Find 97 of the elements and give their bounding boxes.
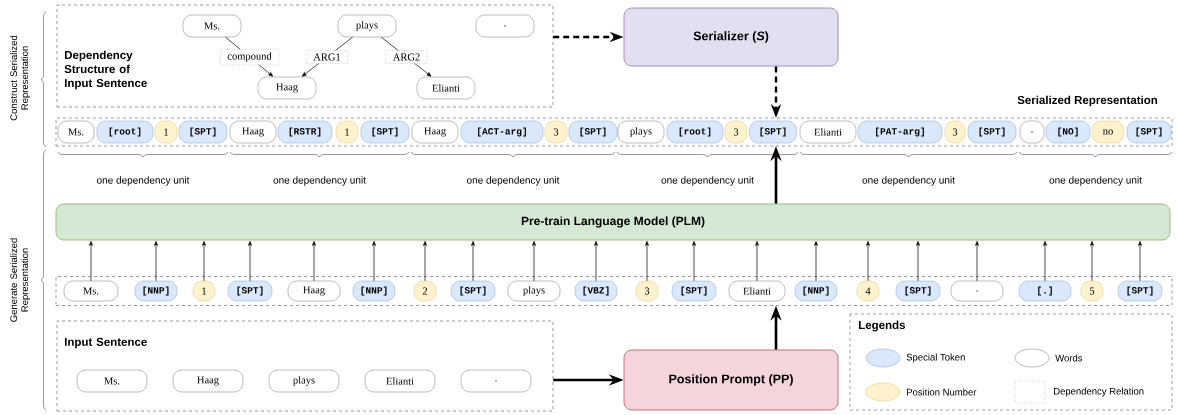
position-number: 1 — [335, 120, 359, 144]
special-token: [VBZ] — [574, 280, 618, 302]
word-token: Haag — [287, 280, 341, 302]
arrow — [202, 241, 206, 282]
word-token: Elianti — [364, 369, 436, 393]
legend-label: Dependency Relation — [1054, 387, 1144, 397]
special-token: [SPT] — [227, 280, 273, 302]
position-number: 1 — [154, 120, 178, 144]
arrow — [916, 241, 920, 282]
side-label: Construct Serialized Representation — [10, 35, 30, 121]
special-token: [SPT] — [671, 280, 717, 302]
special-token: [NNP] — [352, 280, 396, 302]
edge-label: compound — [220, 49, 279, 65]
position-number: 2 — [413, 280, 437, 302]
position-number: 1 — [192, 280, 216, 302]
arrow — [1090, 241, 1094, 282]
row-heading: Serialized Representation — [1017, 95, 1158, 107]
arrow — [532, 241, 536, 282]
position-number: no — [1091, 120, 1125, 144]
arrow — [89, 241, 93, 282]
special-token: [ACT-arg] — [460, 120, 544, 144]
arrow — [248, 241, 252, 282]
unit-label: one dependency unit — [1049, 176, 1142, 186]
arrow — [814, 241, 818, 282]
special-token: [SPT] — [450, 280, 496, 302]
unit-label: one dependency unit — [862, 176, 955, 186]
word-token: . — [950, 280, 1004, 302]
word-token: Ms. — [57, 120, 95, 144]
legend-label: Words — [1055, 354, 1083, 362]
word-token: Ms. — [63, 280, 119, 302]
position-number: 5 — [1080, 280, 1104, 302]
special-token: [SPT] — [895, 280, 941, 302]
unit-label: one dependency unit — [467, 176, 560, 186]
word-token: plays — [337, 14, 397, 38]
arrow — [692, 241, 696, 282]
arrow — [423, 241, 427, 282]
process-box: Position Prompt (PP) — [623, 349, 839, 411]
special-token: [SPT] — [749, 120, 797, 144]
arrow — [645, 241, 649, 282]
arrow — [312, 241, 316, 282]
unit-label: one dependency unit — [97, 176, 190, 186]
panel-title: Dependency Structure of Input Sentence — [64, 50, 147, 90]
special-token: [SPT] — [967, 120, 1017, 144]
word-token: plays — [617, 120, 665, 144]
arrow — [975, 241, 979, 282]
edge-label: ARG1 — [306, 50, 348, 64]
special-token: [SPT] — [360, 120, 410, 144]
special-token: [root] — [96, 120, 154, 144]
word-token: . — [475, 14, 535, 38]
arrow — [1043, 241, 1047, 282]
panel-title: Input Sentence — [64, 337, 147, 349]
dashed-row — [55, 276, 1173, 306]
word-token: Haag — [257, 76, 317, 100]
process-box: Serializer (S) — [623, 7, 839, 67]
special-token: [PAT-arg] — [857, 120, 943, 144]
position-number: 3 — [544, 120, 568, 144]
special-token: [SPT] — [178, 120, 228, 144]
word-token: plays — [507, 280, 561, 302]
arrow — [372, 241, 376, 282]
side-label: Generate Serialized Representation — [10, 238, 30, 322]
special-token: [SPT] — [568, 120, 618, 144]
special-token: [SPT] — [1126, 120, 1172, 144]
legend-label: Special Token — [906, 353, 965, 363]
special-token: [RSTR] — [277, 120, 333, 144]
arrow — [594, 241, 598, 282]
word-token: Ms. — [76, 369, 148, 393]
word-token: Haag — [172, 369, 244, 393]
arrow — [1138, 241, 1142, 282]
word-token: . — [460, 369, 532, 393]
word-token: Haag — [411, 120, 459, 144]
unit-label: one dependency unit — [273, 176, 366, 186]
word-token: Elianti — [799, 120, 857, 144]
special-token: [.] — [1018, 280, 1072, 302]
arrow — [154, 241, 158, 282]
model-bar: Pre-train Language Model (PLM) — [55, 203, 1171, 241]
arrow — [471, 241, 475, 282]
unit-label: one dependency unit — [661, 176, 754, 186]
arrow — [755, 241, 759, 282]
position-number: 4 — [856, 280, 880, 302]
edge-label: ARG2 — [385, 50, 428, 64]
word-token: . — [1019, 120, 1045, 144]
word-token: Elianti — [416, 76, 476, 100]
special-token: [NNP] — [794, 280, 838, 302]
position-number: 3 — [724, 120, 748, 144]
special-token: [root] — [666, 120, 724, 144]
position-number: 3 — [944, 120, 966, 144]
arrow — [866, 241, 870, 282]
legend-label: Position Number — [907, 388, 977, 396]
word-token: Elianti — [728, 280, 786, 302]
word-token: Haag — [229, 120, 277, 144]
legend-title: Legends — [859, 320, 906, 332]
special-token: [SPT] — [1117, 280, 1163, 302]
word-token: plays — [268, 369, 340, 393]
word-token: Ms. — [182, 14, 242, 38]
special-token: [NO] — [1045, 120, 1091, 144]
special-token: [NNP] — [134, 280, 178, 302]
position-number: 3 — [635, 280, 659, 302]
